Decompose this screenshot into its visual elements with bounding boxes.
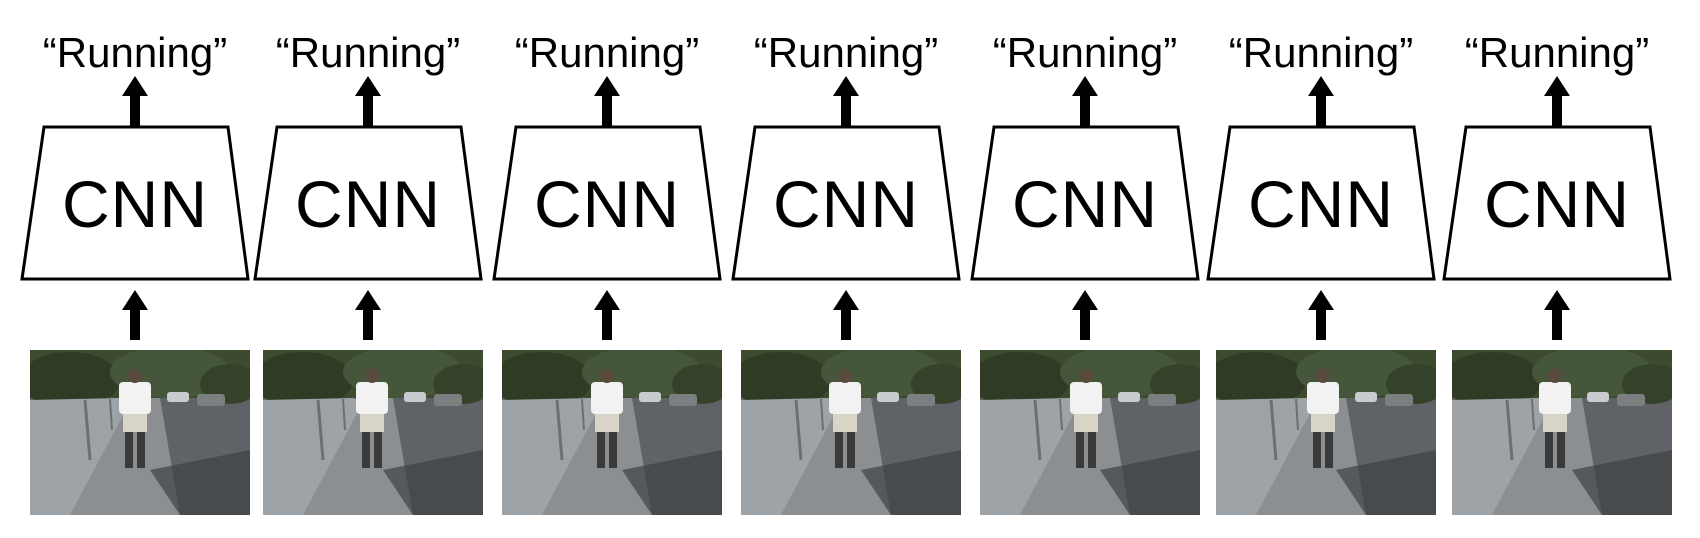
input-arrow-icon [122,290,148,340]
output-label: “Running” [753,29,939,76]
video-frame-image [30,350,250,515]
output-label: “Running” [992,29,1178,76]
cnn-block [1442,125,1672,281]
input-arrow-icon [833,290,859,340]
output-arrow-icon [1072,76,1098,126]
cnn-block [970,125,1200,281]
cnn-block [253,125,483,281]
frame-column: “Running” CNN [1206,0,1436,538]
output-arrow-icon [1308,76,1334,126]
output-arrow-icon [594,76,620,126]
frame-column: “Running” CNN [970,0,1200,538]
output-label: “Running” [275,29,461,76]
output-label: “Running” [1464,29,1650,76]
video-frame-image [502,350,722,515]
output-arrow-icon [833,76,859,126]
cnn-label: CNN [1012,167,1158,241]
input-arrow-icon [1308,290,1334,340]
video-frame-image [741,350,961,515]
cnn-block [1206,125,1436,281]
output-arrow-icon [122,76,148,126]
cnn-label: CNN [1248,167,1394,241]
frame-column: “Running” CNN [492,0,722,538]
cnn-block [20,125,250,281]
cnn-label: CNN [534,167,680,241]
frame-column: “Running” CNN [731,0,961,538]
output-label: “Running” [1228,29,1414,76]
video-frame-image [263,350,483,515]
frame-column: “Running” CNN [253,0,483,538]
output-label: “Running” [514,29,700,76]
video-frame-image [980,350,1200,515]
cnn-label: CNN [773,167,919,241]
video-frame-image [1216,350,1436,515]
video-frame-image [1452,350,1672,515]
output-arrow-icon [1544,76,1570,126]
frame-column: “Running” CNN [20,0,250,538]
cnn-label: CNN [295,167,441,241]
cnn-label: CNN [1484,167,1630,241]
input-arrow-icon [1072,290,1098,340]
input-arrow-icon [355,290,381,340]
output-label: “Running” [42,29,228,76]
cnn-label: CNN [62,167,208,241]
frame-column: “Running” CNN [1442,0,1672,538]
input-arrow-icon [594,290,620,340]
input-arrow-icon [1544,290,1570,340]
cnn-block [731,125,961,281]
output-arrow-icon [355,76,381,126]
cnn-block [492,125,722,281]
